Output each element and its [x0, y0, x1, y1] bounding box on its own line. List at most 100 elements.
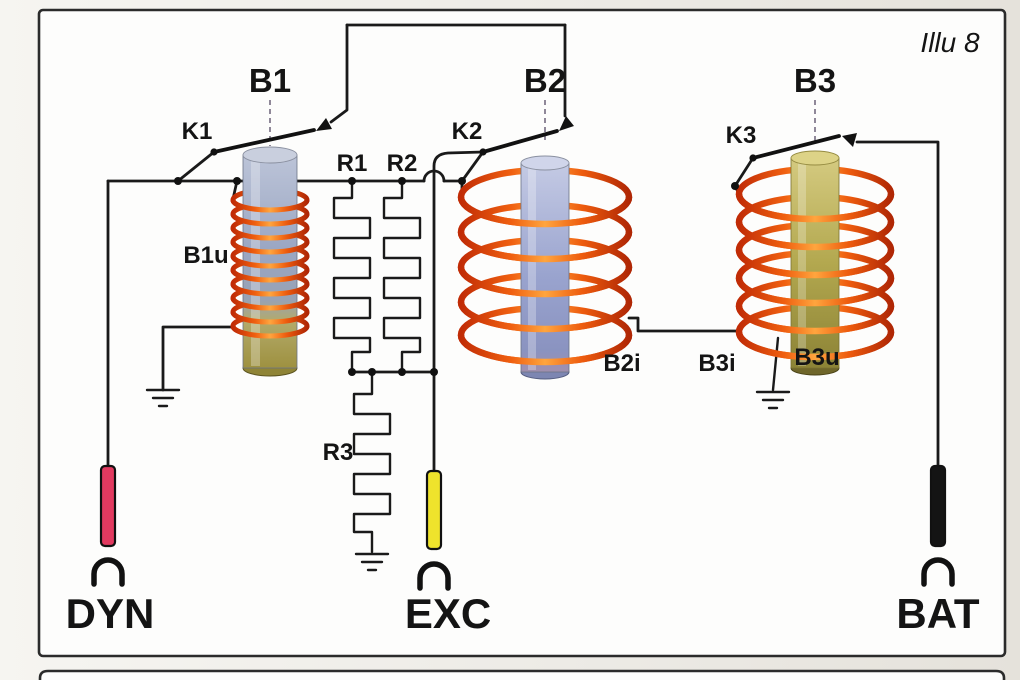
coil-loop — [230, 269, 310, 283]
bat-hook-icon — [921, 557, 955, 587]
b1-core-top — [242, 146, 298, 164]
terminal-exc — [417, 469, 451, 591]
label-r2: R2 — [387, 150, 418, 177]
dyn-hook-icon — [91, 557, 125, 587]
k1-fixed-contact-wire — [329, 23, 349, 124]
label-k2: K2 — [452, 118, 483, 145]
coil-loop — [230, 213, 310, 227]
label-dyn: DYN — [66, 590, 155, 637]
b1-winding-ground-wire — [161, 325, 235, 392]
coil-loop — [735, 331, 895, 361]
label-b3i: B3i — [698, 350, 735, 377]
coil-loop — [735, 249, 895, 279]
junction-dot — [398, 177, 406, 185]
label-r1: R1 — [337, 150, 368, 177]
k1-pivot-dot — [210, 148, 218, 156]
relay-coil-b2 — [457, 155, 633, 380]
resistor-r3 — [352, 370, 392, 554]
label-r3: R3 — [323, 439, 354, 466]
k2-pivot-wire — [460, 150, 485, 183]
ground-symbols — [145, 388, 791, 572]
junction-dot — [348, 368, 356, 376]
k1-contact-arrow-icon — [316, 118, 332, 131]
junction-dot — [458, 177, 466, 185]
coil-loop — [230, 227, 310, 241]
figure-caption: Illu 8 — [920, 27, 980, 58]
junction-dot — [233, 177, 241, 185]
junction-dots — [174, 177, 739, 376]
k3-pivot-wire — [733, 156, 755, 188]
coil-loop — [735, 277, 895, 307]
k1-pivot-wire — [176, 150, 216, 183]
label-b1u: B1u — [183, 242, 228, 269]
coil-loop — [230, 297, 310, 311]
relay-coil-b1 — [230, 146, 310, 377]
b3-ground-wire — [771, 336, 780, 392]
coil-loop — [230, 199, 310, 213]
resistor-r1 — [332, 179, 372, 374]
label-k1: K1 — [182, 118, 213, 145]
junction-dot — [174, 177, 182, 185]
coil-loop — [230, 255, 310, 269]
label-b2i: B2i — [603, 350, 640, 377]
k3-pivot-dot — [749, 154, 757, 162]
exc-hook-icon — [417, 561, 451, 591]
terminal-dyn — [91, 464, 125, 587]
coil-loop — [457, 196, 633, 228]
coil-loop — [457, 301, 633, 333]
b3-winding-front — [735, 193, 895, 361]
junction-dot — [348, 177, 356, 185]
coil-loop — [457, 231, 633, 263]
b2i-b3i-wire — [627, 316, 741, 333]
coil-loop — [735, 193, 895, 223]
label-k3: K3 — [726, 122, 757, 149]
k2-pivot-dot — [479, 148, 487, 156]
label-bat: BAT — [896, 590, 980, 637]
k3-contact-arrow-icon — [842, 133, 857, 147]
coil-loop — [457, 266, 633, 298]
b2-core-highlight — [528, 165, 536, 370]
label-b3u: B3u — [794, 344, 839, 371]
label-exc: EXC — [405, 590, 491, 637]
wire-crossover-hop — [422, 169, 446, 183]
exc-terminal-pin — [425, 469, 443, 551]
ground-icon — [145, 388, 181, 408]
k1-switch-arm — [212, 128, 316, 154]
junction-dot — [731, 182, 739, 190]
junction-dot — [430, 368, 438, 376]
coil-loop — [735, 221, 895, 251]
wiring — [106, 23, 940, 554]
label-b3: B3 — [794, 62, 836, 99]
b2-winding-front — [457, 196, 633, 366]
b1-core-highlight — [251, 157, 260, 366]
k2-contact-arrow-icon — [559, 116, 574, 131]
coil-loop — [457, 334, 633, 366]
bat-to-k3-wire — [855, 140, 940, 468]
k2-switch-arm — [481, 129, 559, 154]
ground-icon — [354, 552, 390, 572]
b1-winding-front — [230, 199, 310, 339]
coil-loop — [735, 305, 895, 335]
k3-switch-arm — [751, 134, 841, 160]
terminal-bat — [921, 464, 955, 587]
junction-dot — [398, 368, 406, 376]
ground-icon — [755, 390, 791, 410]
label-b1: B1 — [249, 62, 291, 99]
b3-core-top — [790, 150, 840, 166]
coil-loop — [230, 325, 310, 339]
coil-loop — [230, 311, 310, 325]
b2-core-top — [520, 155, 570, 171]
b2-core — [520, 162, 570, 373]
relay-coil-b3 — [735, 150, 895, 376]
exc-wire — [432, 150, 485, 473]
switch-contacts — [210, 116, 857, 162]
coil-loop — [230, 241, 310, 255]
next-figure-frame-edge — [38, 669, 1006, 680]
label-b2: B2 — [524, 62, 566, 99]
b3-core-highlight — [798, 160, 806, 366]
junction-dot — [368, 368, 376, 376]
resistor-r2 — [382, 179, 422, 374]
coil-loop — [230, 283, 310, 297]
